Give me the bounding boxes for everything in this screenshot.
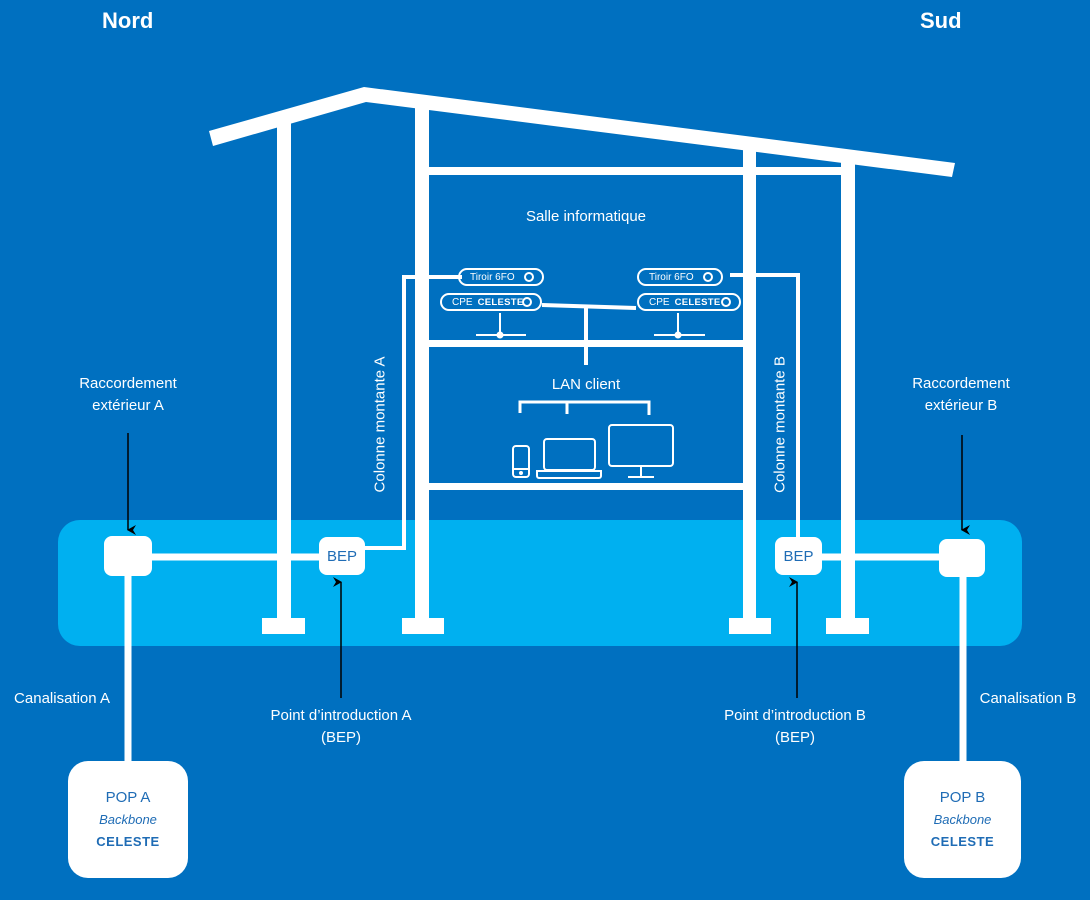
ext-connection-b-label: Raccordement extérieur B [891,373,1031,417]
floor-low [429,483,743,490]
port-icon [522,297,532,307]
duct-a-label: Canalisation A [14,690,110,707]
cpe-prefix: CPE [649,296,670,308]
drawer-label: Tiroir 6FO [649,271,694,283]
label-line: Point d’introduction B [724,707,866,724]
bep-box-b[interactable]: BEP [775,537,822,575]
floor-top [429,167,841,175]
ext-connection-box-b[interactable] [939,539,985,577]
header-south: Sud [920,8,962,33]
cpe-brand: CELESTE [477,296,524,308]
entry-point-b-label: Point d’introduction B (BEP) [700,705,890,749]
pop-title: POP B [939,788,986,806]
riser-cable-a [364,275,462,550]
monitor-icon [608,424,674,478]
ground-band [58,520,1022,646]
foot [729,618,771,634]
drawer-6fo-left[interactable]: Tiroir 6FO [458,268,544,286]
duct-b-label: Canalisation B [979,690,1077,707]
drawer-6fo-right[interactable]: Tiroir 6FO [637,268,723,286]
ext-connection-box-a[interactable] [104,536,152,576]
drawer-label: Tiroir 6FO [470,271,515,283]
cpe-node-left [496,331,504,339]
foot [402,618,444,634]
pillar-outer-left [277,118,291,622]
lan-client-label: LAN client [551,376,621,393]
port-icon [721,297,731,307]
pop-a[interactable]: POP A Backbone CELESTE [68,761,188,878]
port-icon [703,272,713,282]
riser-a-label: Colonne montante A [371,356,389,493]
pop-brand: CELESTE [930,833,995,849]
label-line: Point d’introduction A [270,707,412,724]
riser-b-label: Colonne montante B [771,356,789,493]
label-line: extérieur A [92,397,164,414]
laptop-icon [536,438,602,479]
pop-subtitle: Backbone [99,811,157,827]
pop-title: POP A [105,788,151,806]
label-line: Raccordement [79,375,177,392]
pillar-inner-right [743,150,756,622]
foot [826,618,869,634]
lan-bracket [518,400,651,415]
cpe-right[interactable]: CPE CELESTE [637,293,741,311]
label-line: extérieur B [924,397,998,414]
header-north: Nord [102,8,154,33]
smartphone-icon [512,445,530,478]
pillar-inner-left [415,105,429,622]
cpe-brand: CELESTE [674,296,721,308]
label-line: (BEP) [320,729,361,746]
foot [262,618,305,634]
entry-point-a-label: Point d’introduction A (BEP) [246,705,436,749]
cpe-node-right [674,331,682,339]
pillar-outer-right [841,162,855,622]
bep-box-a[interactable]: BEP [319,537,365,575]
cpe-left[interactable]: CPE CELESTE [440,293,542,311]
pop-subtitle: Backbone [933,811,992,827]
label-line: (BEP) [774,729,815,746]
ext-connection-a-label: Raccordement extérieur A [58,373,198,417]
pop-b[interactable]: POP B Backbone CELESTE [904,761,1021,878]
cpe-link [541,303,637,310]
server-room-label: Salle informatique [525,208,647,225]
label-line: Raccordement [912,375,1010,392]
cpe-prefix: CPE [452,296,473,308]
port-icon [524,272,534,282]
pop-brand: CELESTE [96,833,160,849]
riser-cable-b [730,273,800,538]
